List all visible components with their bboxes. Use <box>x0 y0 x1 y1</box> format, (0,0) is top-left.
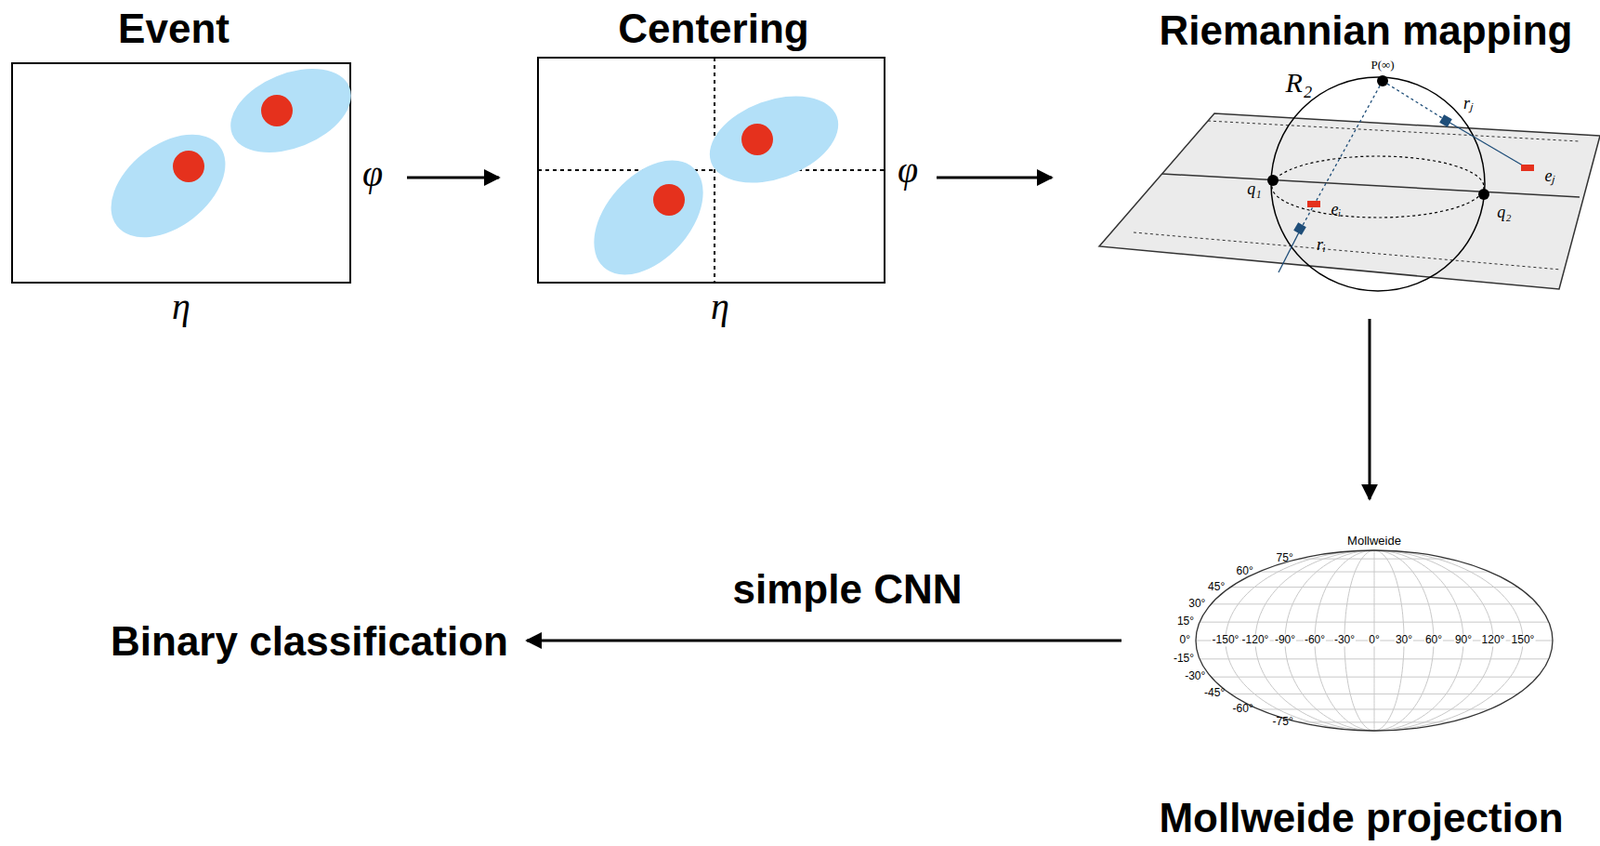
plane-line <box>1133 232 1561 270</box>
parallel <box>1199 621 1549 623</box>
parallel <box>1259 708 1490 709</box>
tick-label: -30° <box>1184 670 1206 683</box>
projection-ray <box>1382 80 1447 121</box>
flow-arrow <box>406 176 499 180</box>
tick-label: 75° <box>1276 552 1294 565</box>
stage-title: Mollweide projection <box>1158 795 1563 840</box>
projection-ray <box>1300 80 1383 229</box>
tick-label: 45° <box>1207 580 1225 593</box>
parallel <box>1199 657 1549 659</box>
stage-title: Binary classification <box>110 618 509 664</box>
sphere-point <box>1439 114 1453 128</box>
tick-label: -60° <box>1303 633 1326 646</box>
axis-line <box>537 169 885 171</box>
math-symbol: eⱼ <box>1545 167 1556 186</box>
parallel <box>1298 721 1450 722</box>
math-symbol: rᵢ <box>1316 236 1326 255</box>
event-panel <box>12 52 364 283</box>
tick-label: -60° <box>1232 702 1254 715</box>
parallel <box>1298 558 1450 560</box>
axis-label: η <box>710 286 730 328</box>
math-symbol: R₂ <box>1285 66 1313 98</box>
flow-arrow <box>526 639 1122 643</box>
stage-title: Centering <box>617 6 809 52</box>
axis-label: η <box>171 286 191 328</box>
q-point <box>1478 188 1490 200</box>
jet-cone <box>572 139 724 295</box>
tick-label: 15° <box>1177 616 1194 629</box>
centering-panel <box>537 57 885 296</box>
math-symbol: eᵢ <box>1331 200 1342 220</box>
math-symbol: q₁ <box>1246 180 1261 199</box>
plane-axis <box>1162 173 1580 197</box>
jet-cone <box>697 79 851 199</box>
stage-node: Binary classification <box>99 611 520 671</box>
parallel <box>1230 693 1518 695</box>
plot-title: Mollweide <box>1347 534 1402 548</box>
math-symbol: P(∞) <box>1370 58 1394 72</box>
tick-label: 0° <box>1367 633 1380 646</box>
jet-core <box>261 94 293 127</box>
pole-point <box>1377 75 1389 87</box>
parallel <box>1259 571 1490 573</box>
tick-label: 0° <box>1180 633 1191 646</box>
plane-point <box>1521 164 1535 171</box>
tick-label: 60° <box>1236 564 1254 578</box>
riemann-sphere <box>1099 75 1600 291</box>
jet-core <box>741 123 774 156</box>
parallel <box>1230 586 1518 588</box>
flow-arrow <box>936 176 1052 180</box>
mollweide-grid <box>1195 550 1553 731</box>
tick-label: -45° <box>1204 687 1225 700</box>
jet-core <box>172 150 205 183</box>
tick-label: -15° <box>1173 652 1194 665</box>
tick-label: 150° <box>1510 633 1536 646</box>
plane-line <box>1207 120 1580 142</box>
edge-label: simple CNN <box>733 566 963 612</box>
flow-arrow <box>1368 318 1372 499</box>
equator <box>1272 156 1484 218</box>
stage-node: Riemannian mapping <box>1059 4 1594 312</box>
axis-label: φ <box>897 149 919 191</box>
tick-label: -150° <box>1211 633 1241 646</box>
projection-ray <box>1278 228 1301 273</box>
stage-title: Riemannian mapping <box>1159 8 1574 53</box>
stage-title: Event <box>118 6 230 52</box>
parallel <box>1210 603 1537 604</box>
tick-label: 30° <box>1394 633 1414 646</box>
parallel <box>1210 676 1537 678</box>
stage-node: Centeringφη <box>506 4 930 321</box>
jet-cone <box>218 52 364 169</box>
sphere <box>1271 77 1485 291</box>
tick-label: -120° <box>1241 633 1271 646</box>
projection-ray <box>1446 120 1528 169</box>
tick-label: 90° <box>1454 633 1473 646</box>
tick-label: 120° <box>1481 633 1507 646</box>
axis-label: φ <box>362 153 383 195</box>
stage-node: Eventφη <box>4 4 400 321</box>
math-symbol: q₂ <box>1496 203 1511 223</box>
tick-label: -75° <box>1272 715 1294 728</box>
q-point <box>1267 174 1279 186</box>
axis-line <box>713 57 716 283</box>
math-symbol: rⱼ <box>1463 94 1473 114</box>
plane-point <box>1307 200 1321 208</box>
jet-cone <box>91 113 245 259</box>
tick-label: 30° <box>1188 597 1206 610</box>
sphere-point <box>1293 222 1307 236</box>
map-outline <box>1195 550 1553 731</box>
tick-label: -30° <box>1333 633 1356 646</box>
tick-label: 60° <box>1424 633 1443 646</box>
centering-frame <box>537 57 885 283</box>
jet-core <box>653 183 685 216</box>
tick-label: -90° <box>1273 633 1297 646</box>
